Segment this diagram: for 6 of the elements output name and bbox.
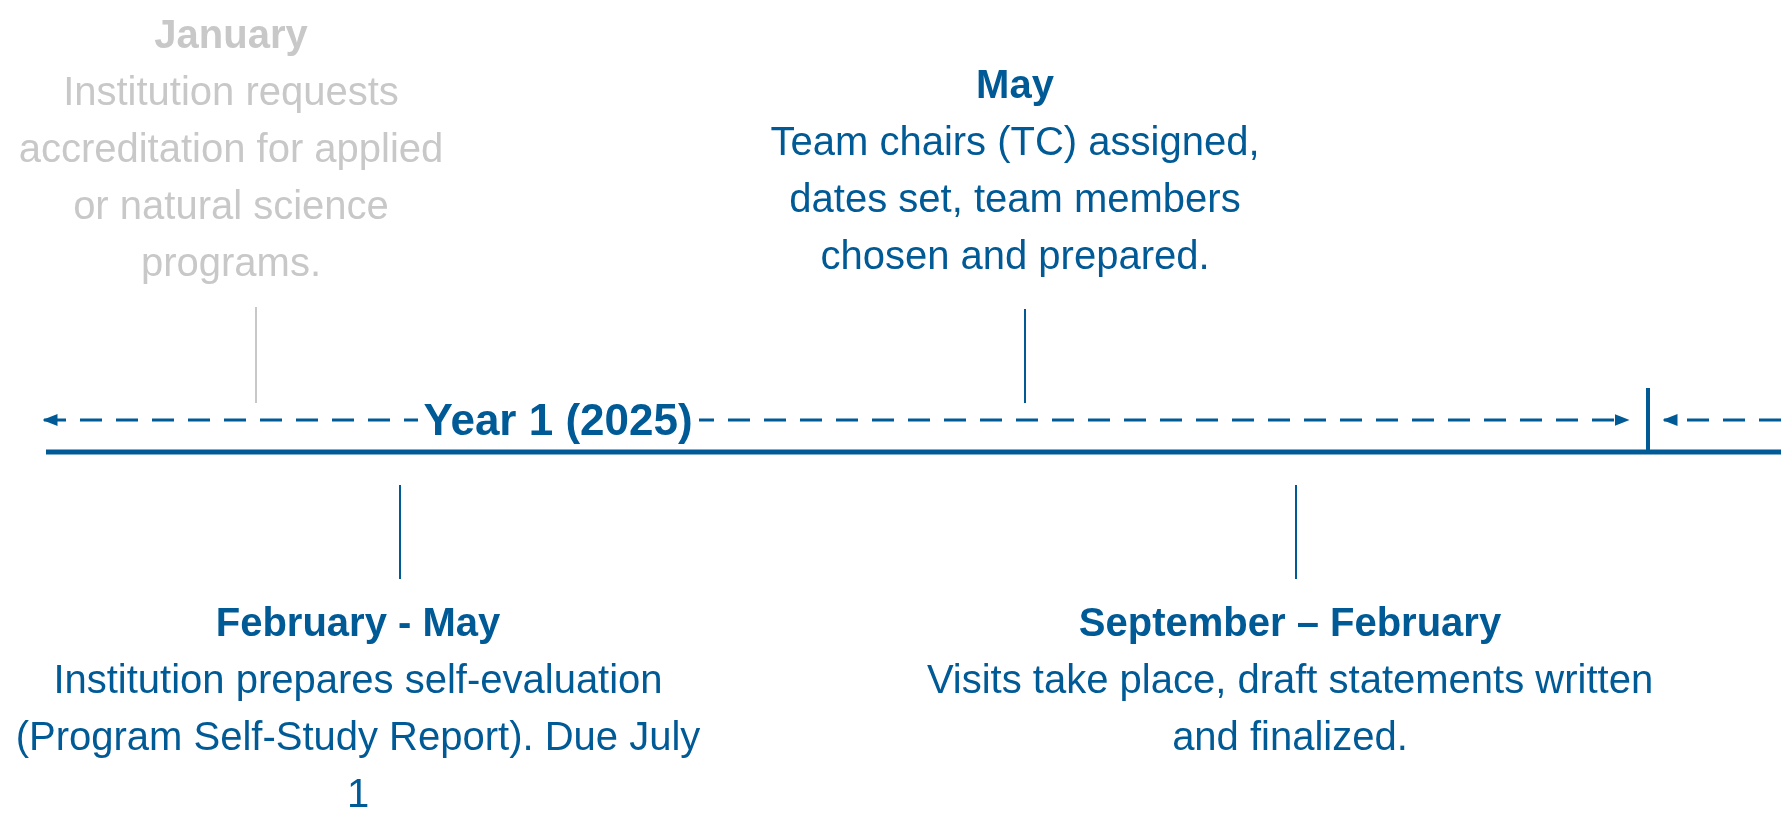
event-date: May xyxy=(976,61,1054,108)
event-description: Team chairs (TC) assigned, dates set, team members chosen and prepared. xyxy=(769,118,1261,279)
event-description: Visits take place, draft statements written and finalized. xyxy=(925,656,1655,760)
event-description: Institution prepares self-evaluation (Program Self-Study Report). Due July 1 xyxy=(14,656,702,817)
event-date: September – February xyxy=(1078,599,1502,646)
event-date: February - May xyxy=(215,599,501,646)
